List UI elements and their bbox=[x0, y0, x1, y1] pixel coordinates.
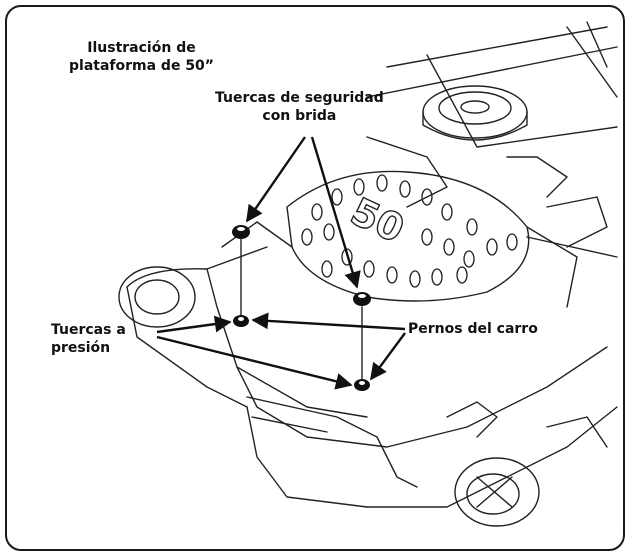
title-line-2: plataforma de 50” bbox=[69, 58, 215, 74]
deck-size-mark: 50 bbox=[344, 188, 412, 252]
label-flange-nuts: Tuercas de seguridad con brida bbox=[215, 89, 384, 125]
diagram-title: Ilustración de plataforma de 50” bbox=[69, 39, 214, 75]
label-push-nuts: Tuercas a presión bbox=[51, 321, 126, 357]
flange-nut-left bbox=[232, 225, 250, 239]
arrow-flange-right bbox=[310, 136, 361, 289]
title-line-1: Ilustración de bbox=[87, 40, 196, 56]
label-push-nuts-line-2: presión bbox=[51, 340, 111, 356]
arrow-bolt-left bbox=[251, 312, 406, 331]
arrow-push-right bbox=[156, 335, 353, 390]
push-nut-left bbox=[233, 315, 249, 327]
label-carriage-bolts: Pernos del carro bbox=[408, 320, 538, 338]
arrow-push-left bbox=[156, 315, 232, 334]
label-push-nuts-line-1: Tuercas a bbox=[51, 322, 126, 338]
label-carriage-bolts-text: Pernos del carro bbox=[408, 321, 538, 337]
diagram-frame: 50 bbox=[5, 5, 625, 551]
arrow-flange-left bbox=[246, 136, 306, 223]
flange-nut-right bbox=[353, 292, 371, 306]
push-nut-right bbox=[354, 379, 370, 391]
arrow-bolt-right bbox=[370, 332, 406, 381]
label-flange-nuts-line-1: Tuercas de seguridad bbox=[215, 90, 384, 106]
label-flange-nuts-line-2: con brida bbox=[262, 108, 337, 124]
svg-text:50: 50 bbox=[344, 189, 411, 251]
mower-deck-illustration: 50 bbox=[118, 21, 618, 527]
